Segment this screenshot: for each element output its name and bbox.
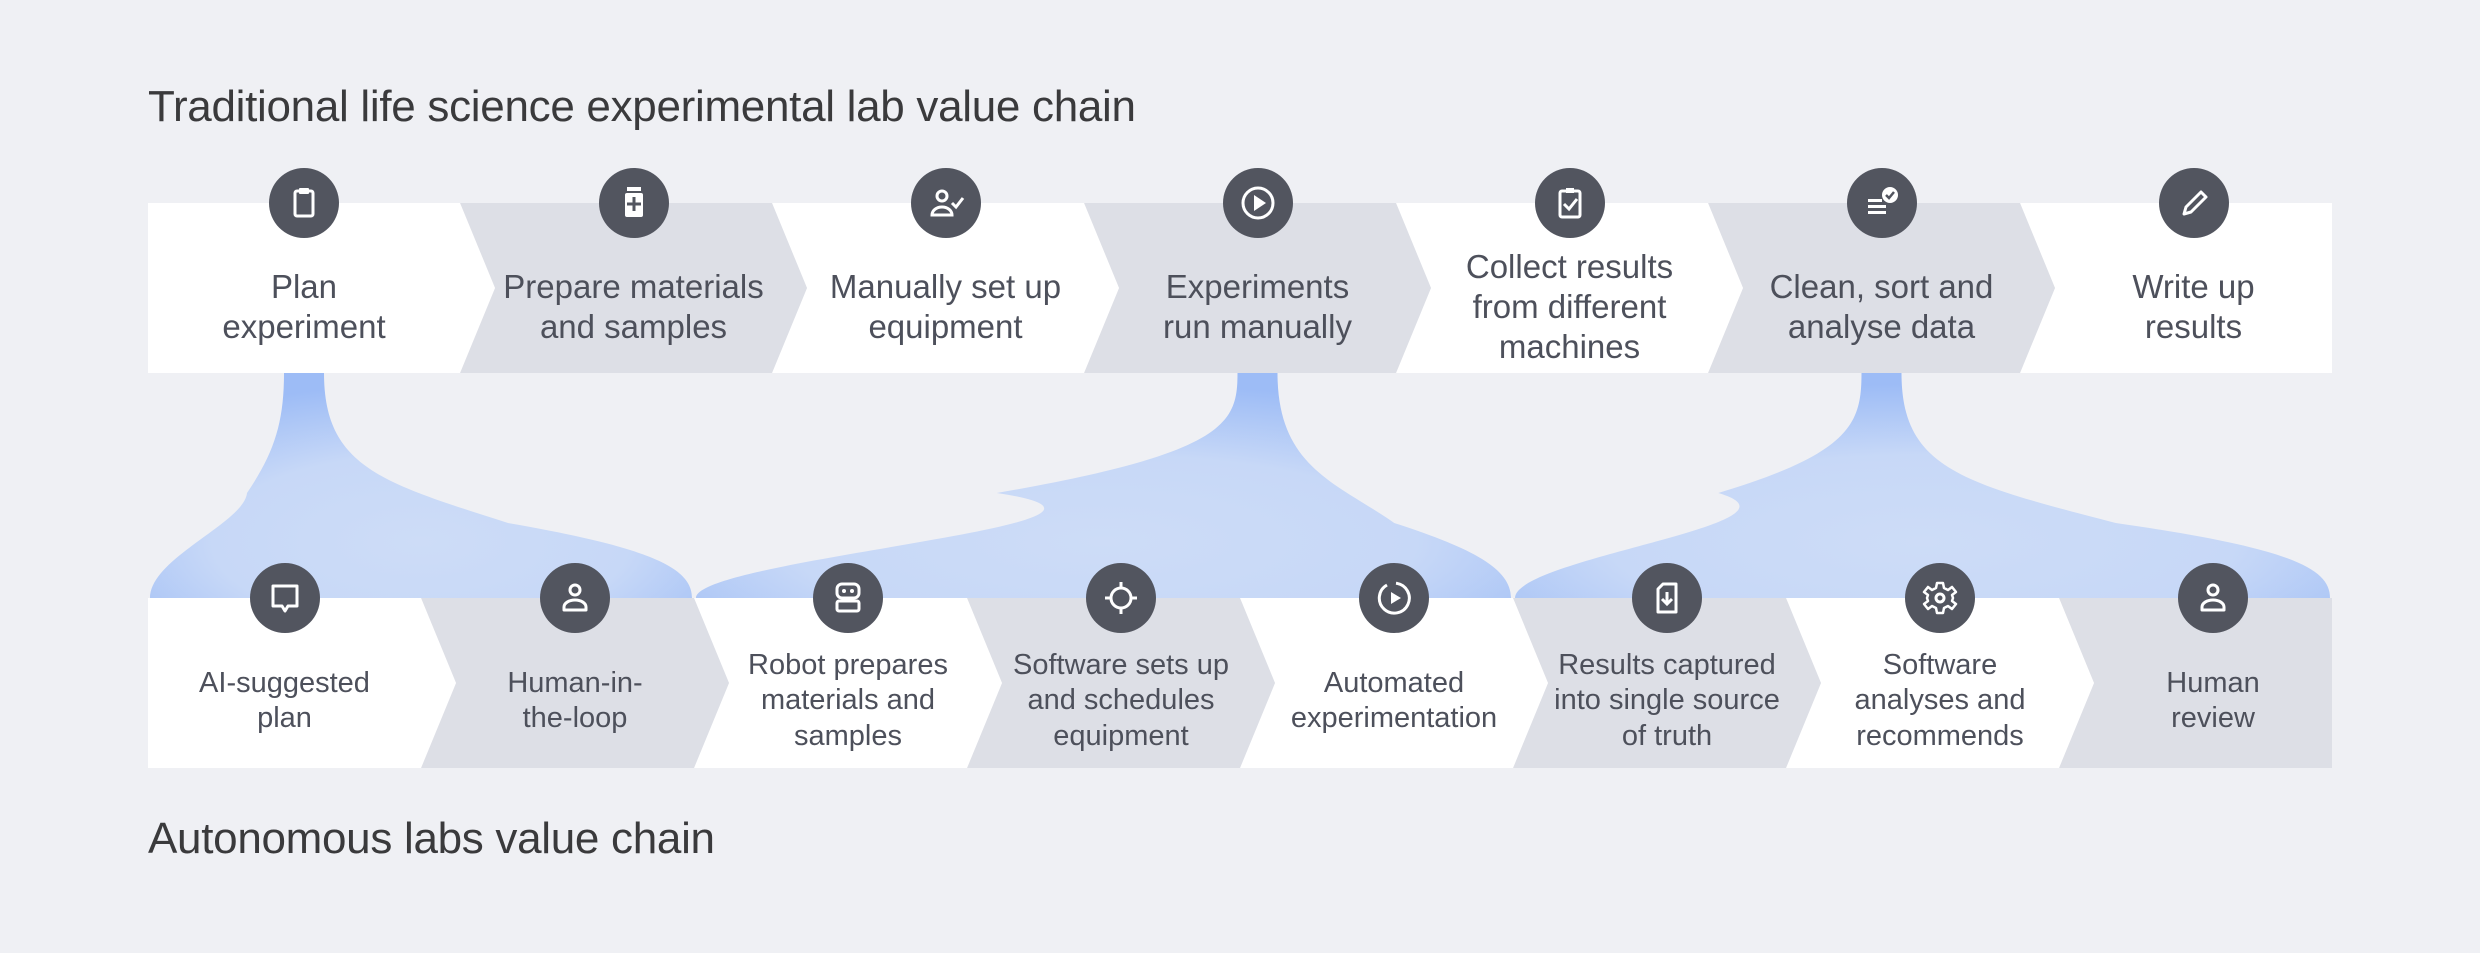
label-line: experiment (222, 307, 385, 347)
mapping-funnel (150, 373, 692, 598)
label-line: experimentation (1291, 701, 1497, 736)
traditional-step-label: Write upresults (2042, 203, 2346, 373)
traditional-step-label: Planexperiment (152, 203, 456, 373)
traditional-step-label: Prepare materialsand samples (482, 203, 786, 373)
label-line: Software sets up (1013, 648, 1229, 683)
autonomous-step-label: Humanreview (2081, 598, 2346, 768)
label-line: Prepare materials (503, 267, 763, 307)
autonomous-step-label: Software sets upand schedulesequipment (989, 598, 1254, 768)
label-line: recommends (1855, 719, 2026, 754)
label-line: samples (748, 719, 948, 754)
label-line: of truth (1554, 719, 1780, 754)
label-line: Write up (2132, 267, 2254, 307)
label-line: review (2166, 701, 2260, 736)
autonomous-step-label: Results capturedinto single sourceof tru… (1535, 598, 1800, 768)
label-line: the-loop (507, 701, 642, 736)
label-line: Collect results (1466, 247, 1673, 287)
label-line: Human-in- (507, 666, 642, 701)
label-line: Human (2166, 666, 2260, 701)
label-line: Automated (1291, 666, 1497, 701)
label-line: Results captured (1554, 648, 1780, 683)
autonomous-step-label: Softwareanalyses andrecommends (1808, 598, 2073, 768)
label-line: results (2132, 307, 2254, 347)
label-line: machines (1466, 327, 1673, 367)
traditional-step-label: Manually set upequipment (794, 203, 1098, 373)
label-line: and samples (503, 307, 763, 347)
label-line: from different (1466, 287, 1673, 327)
label-line: run manually (1163, 307, 1352, 347)
label-line: Plan (222, 267, 385, 307)
label-line: Robot prepares (748, 648, 948, 683)
traditional-step-label: Clean, sort andanalyse data (1730, 203, 2034, 373)
traditional-step-label: Experimentsrun manually (1106, 203, 1410, 373)
traditional-step-label: Collect resultsfrom differentmachines (1418, 203, 1722, 373)
label-line: equipment (830, 307, 1061, 347)
label-line: Experiments (1163, 267, 1352, 307)
label-line: plan (199, 701, 370, 736)
label-line: equipment (1013, 719, 1229, 754)
label-line: Software (1855, 648, 2026, 683)
autonomous-step-label: Robot preparesmaterials andsamples (716, 598, 981, 768)
label-line: and schedules (1013, 683, 1229, 718)
label-line: analyse data (1770, 307, 1994, 347)
label-line: Clean, sort and (1770, 267, 1994, 307)
label-line: into single source (1554, 683, 1780, 718)
autonomous-step-label: AI-suggestedplan (152, 598, 417, 768)
label-line: materials and (748, 683, 948, 718)
autonomous-step-label: Human-in-the-loop (443, 598, 708, 768)
label-line: analyses and (1855, 683, 2026, 718)
label-line: AI-suggested (199, 666, 370, 701)
label-line: Manually set up (830, 267, 1061, 307)
autonomous-step-label: Automatedexperimentation (1262, 598, 1527, 768)
